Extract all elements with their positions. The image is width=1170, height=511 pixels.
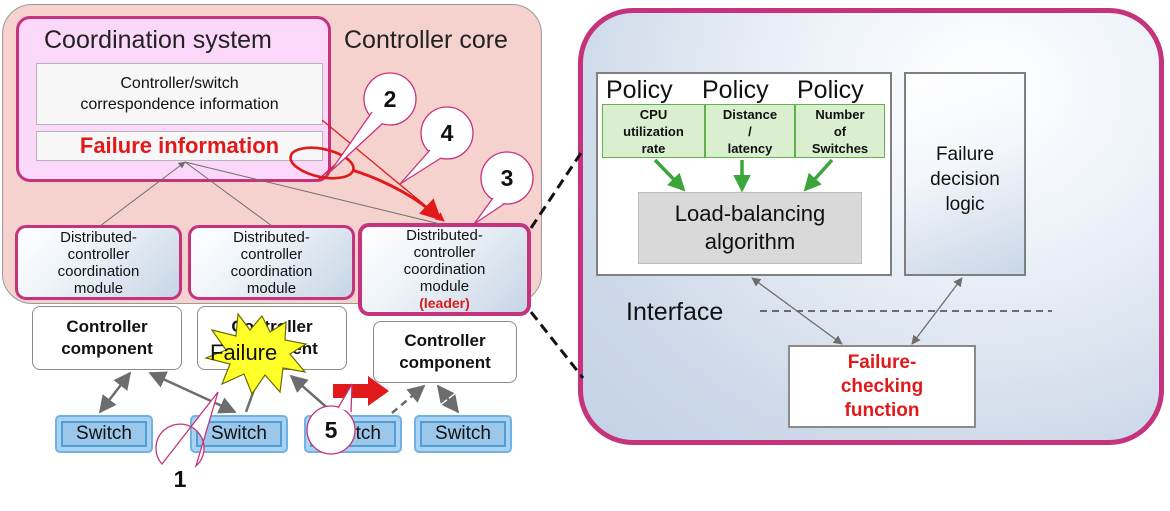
callout-2-number: 2 — [383, 85, 397, 112]
callout-4-bubble — [420, 106, 474, 160]
takeover-arrow — [333, 376, 389, 406]
callout-5-bubble — [306, 405, 356, 455]
callout-bubbles — [155, 72, 534, 469]
callout-2-bubble — [363, 72, 417, 126]
policy-number-of-switches: Number of Switches — [795, 104, 885, 158]
policy-title-1: Policy — [606, 76, 673, 104]
interface-label: Interface — [626, 298, 724, 326]
coordination-module-leader-label: Distributed- controller coordination mod… — [403, 227, 486, 295]
load-balancing-algorithm: Load-balancing algorithm — [638, 192, 862, 264]
switch-1-label: Switch — [61, 421, 147, 447]
coordination-module-leader: Distributed- controller coordination mod… — [358, 223, 531, 316]
switch-4-label: Switch — [420, 421, 506, 447]
failure-checking-function: Failure- checking function — [788, 345, 976, 428]
module-to-coordination-lines — [99, 161, 441, 227]
controller-component-3: Controller component — [373, 321, 517, 383]
failure-decision-logic: Failure decision logic — [904, 72, 1026, 276]
policy-title-3: Policy — [797, 76, 864, 104]
callout-4-number: 4 — [440, 119, 454, 146]
coordination-module-2: Distributed- controller coordination mod… — [188, 225, 355, 300]
switch-4: Switch — [414, 415, 512, 453]
failure-burst-label: Failure — [210, 340, 278, 365]
failure-burst — [204, 312, 308, 396]
correspondence-info-box: Controller/switch correspondence informa… — [36, 63, 323, 125]
callout-1-bubble — [155, 391, 219, 469]
coordination-system-title: Coordination system — [44, 26, 272, 54]
callout-3-number: 3 — [500, 164, 514, 191]
coordination-module-1: Distributed- controller coordination mod… — [15, 225, 182, 300]
policy-distance-latency: Distance / latency — [705, 104, 795, 158]
switch-1: Switch — [55, 415, 153, 453]
callout-3-bubble — [480, 151, 534, 205]
switch-2-label: Switch — [196, 421, 282, 447]
policy-cpu-utilization: CPU utilization rate — [602, 104, 705, 158]
callout-5-tail — [337, 383, 353, 413]
failure-info-to-leader-arrow — [351, 168, 442, 221]
callout-5-number: 5 — [324, 416, 338, 443]
leader-tag: (leader) — [419, 295, 470, 311]
callout-4-tail — [399, 149, 442, 185]
policy-title-2: Policy — [702, 76, 769, 104]
controller-core-label: Controller core — [344, 26, 508, 54]
failure-info-box: Failure information — [36, 131, 323, 161]
callout-2-tail — [329, 111, 383, 173]
controller-component-1: Controller component — [32, 306, 182, 370]
zoom-lines — [529, 149, 585, 379]
callout-3-tail — [473, 197, 505, 225]
callout-1-number: 1 — [173, 465, 187, 492]
policy-arrows — [653, 158, 834, 193]
switch-2: Switch — [190, 415, 288, 453]
detail-connectors — [751, 277, 963, 345]
